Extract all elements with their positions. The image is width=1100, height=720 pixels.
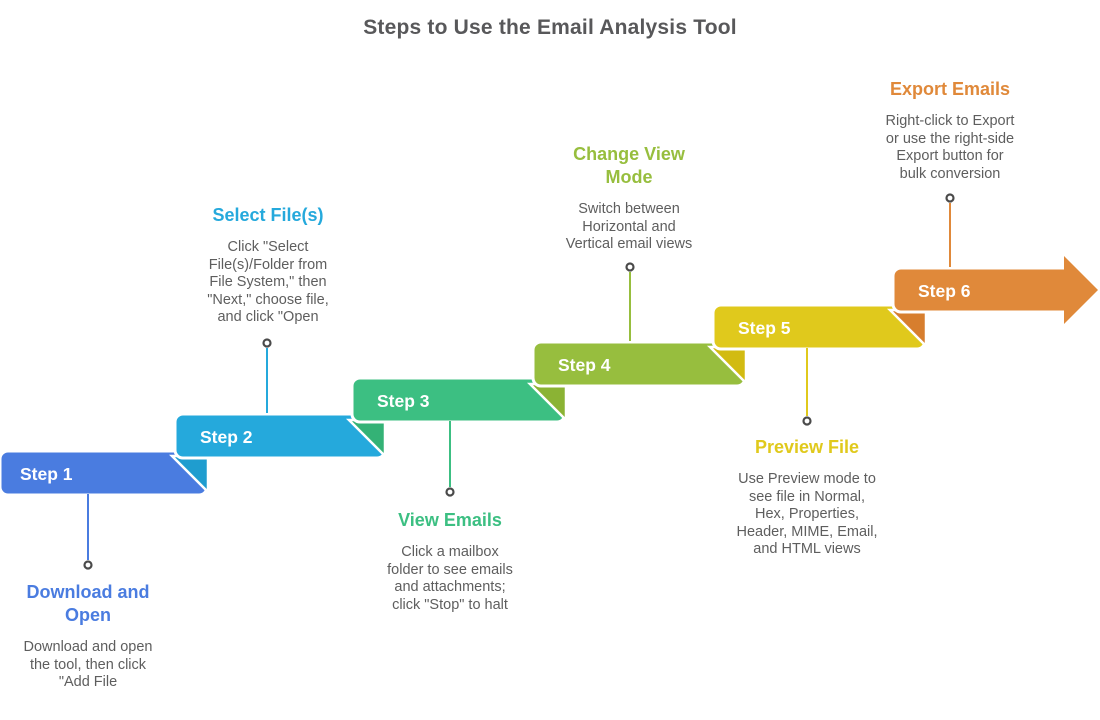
step5-connector-dot bbox=[802, 416, 812, 426]
step4-banner-label: Step 4 bbox=[558, 355, 611, 375]
step2-banner-label: Step 2 bbox=[200, 427, 253, 447]
step5-text-block: Preview File Use Preview mode to see fil… bbox=[705, 436, 909, 559]
step3-heading: View Emails bbox=[398, 510, 502, 530]
step6-heading: Export Emails bbox=[889, 79, 1011, 99]
step6-banner-label: Step 6 bbox=[918, 281, 971, 301]
step6-text-block: Export Emails Right-click to Export or u… bbox=[848, 78, 1052, 183]
step3-text-block: View Emails Click a mailbox folder to se… bbox=[348, 509, 552, 614]
step5-heading: Preview File bbox=[754, 437, 860, 457]
step4-text-block: Change View Mode Switch between Horizont… bbox=[532, 143, 726, 254]
step2-description: Click "Select File(s)/Folder from File S… bbox=[207, 239, 329, 325]
step2-text-block: Select File(s) Click "Select File(s)/Fol… bbox=[172, 204, 364, 327]
step3-description: Click a mailbox folder to see emails and… bbox=[387, 544, 513, 613]
step5-description: Use Preview mode to see file in Normal, … bbox=[736, 471, 878, 557]
step2-connector-dot bbox=[262, 338, 272, 348]
step6-arrowhead-icon bbox=[1064, 256, 1098, 324]
diagram-title: Steps to Use the Email Analysis Tool bbox=[363, 16, 737, 39]
step4-connector-dot bbox=[625, 262, 635, 272]
step1-heading: Download and Open bbox=[26, 582, 150, 625]
step5-banner-label: Step 5 bbox=[738, 318, 791, 338]
step2-heading: Select File(s) bbox=[212, 205, 324, 225]
step1-description: Download and open the tool, then click "… bbox=[23, 639, 153, 690]
step3-connector-dot bbox=[445, 487, 455, 497]
step6-connector-dot bbox=[945, 193, 955, 203]
step1-connector-dot bbox=[83, 560, 93, 570]
step3-banner-label: Step 3 bbox=[377, 391, 430, 411]
step1-text-block: Download and Open Download and open the … bbox=[0, 581, 176, 692]
step6-description: Right-click to Export or use the right-s… bbox=[885, 113, 1015, 182]
step4-description: Switch between Horizontal and Vertical e… bbox=[565, 201, 693, 252]
step4-heading: Change View Mode bbox=[573, 144, 685, 187]
step1-banner-label: Step 1 bbox=[20, 464, 73, 484]
